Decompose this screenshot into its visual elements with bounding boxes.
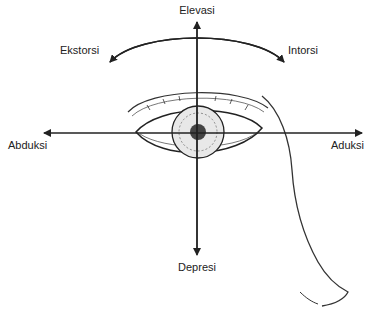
extorsion-label: Ekstorsi (60, 44, 99, 57)
adduction-label: Aduksi (331, 139, 364, 152)
intorsion-label: Intorsi (288, 44, 318, 57)
elevation-label: Elevasi (179, 4, 214, 17)
abduction-label: Abduksi (8, 139, 47, 152)
depression-label: Depresi (178, 261, 216, 274)
